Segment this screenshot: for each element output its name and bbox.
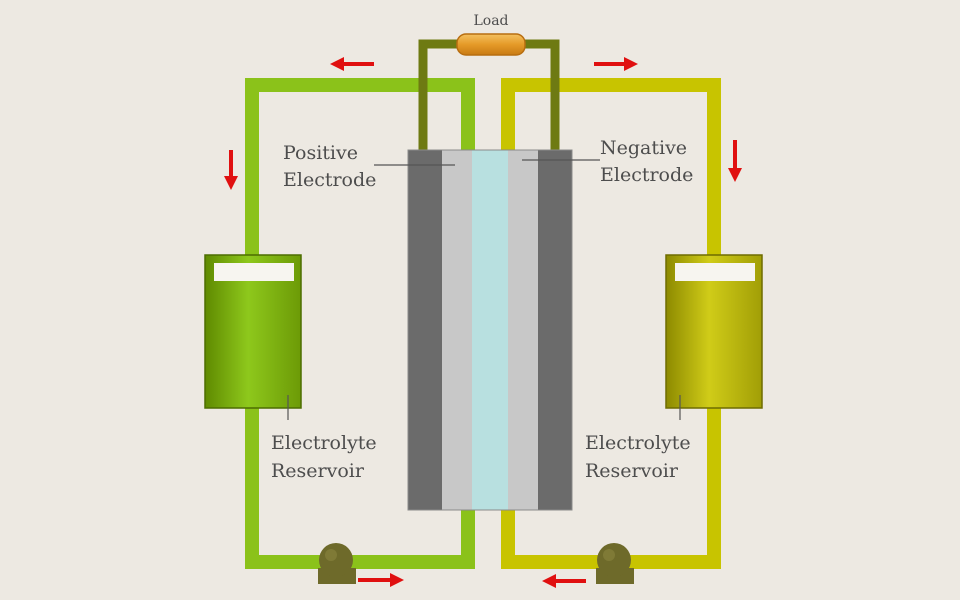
- negative-electrode-label-line1: Negative: [600, 137, 687, 159]
- flow-arrow-top-right: [594, 57, 638, 71]
- right-reservoir-label-line1: Electrolyte: [585, 432, 691, 454]
- left-pump: [318, 543, 356, 584]
- membrane: [472, 150, 508, 510]
- left-reservoir-label-line1: Electrolyte: [271, 432, 377, 454]
- negative-electrode-label-line2: Electrode: [600, 164, 693, 186]
- positive-electrode: [408, 150, 442, 510]
- positive-electrode-label-line1: Positive: [283, 142, 358, 164]
- right-reservoir-label-line2: Reservoir: [585, 460, 679, 482]
- external-circuit-wire: [418, 39, 560, 152]
- cell-stack: [407, 149, 573, 511]
- right-pump: [596, 543, 634, 584]
- left-reservoir-label-line2: Reservoir: [271, 460, 365, 482]
- negative-half-cell: [508, 150, 538, 510]
- positive-electrolyte-loop: [245, 78, 475, 569]
- left-electrolyte-tank: [204, 254, 302, 409]
- flow-arrow-left-down: [224, 150, 238, 190]
- flow-arrow-top-left: [330, 57, 374, 71]
- load-resistor: [456, 33, 526, 56]
- negative-electrode: [538, 150, 572, 510]
- flow-arrow-bottom-right: [542, 574, 586, 588]
- load-label: Load: [473, 13, 508, 29]
- flow-arrow-bottom-left: [358, 573, 404, 587]
- right-electrolyte-tank: [665, 254, 763, 409]
- positive-electrode-label-line2: Electrode: [283, 169, 376, 191]
- flow-arrow-right-down: [728, 140, 742, 182]
- positive-half-cell: [442, 150, 472, 510]
